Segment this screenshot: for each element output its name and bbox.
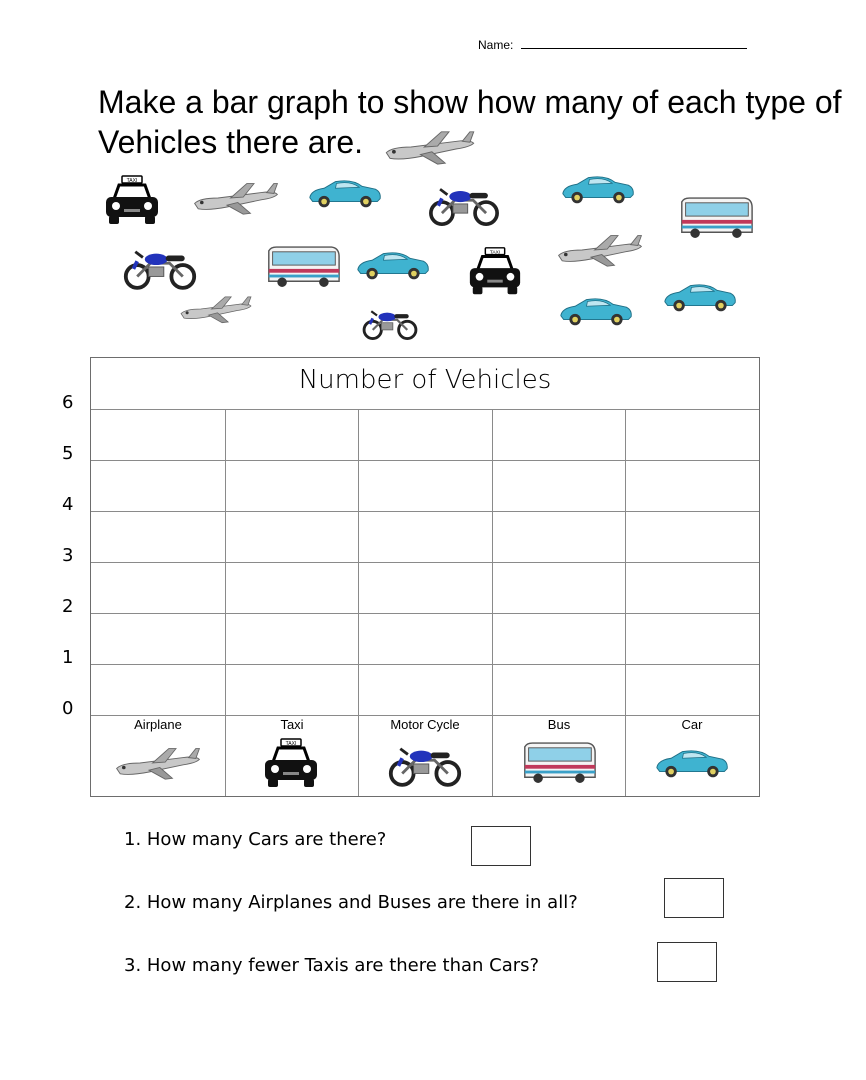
grid-line <box>91 460 759 461</box>
instruction-title-line-2: Vehicles there are. <box>98 124 364 160</box>
bar-graph: Number of Vehicles Airplane Taxi TAXI Mo… <box>90 357 760 797</box>
bus-icon <box>678 195 754 246</box>
bus-icon <box>521 740 597 791</box>
answer-box-3[interactable] <box>657 942 717 982</box>
category-label: Taxi <box>280 717 304 732</box>
y-tick-label: 5 <box>62 443 74 464</box>
car-icon <box>654 746 730 785</box>
answer-box-2[interactable] <box>664 878 724 918</box>
instruction-title-line-1: Make a bar graph to show how many of eac… <box>98 84 842 120</box>
svg-text:TAXI: TAXI <box>490 250 500 256</box>
grid-line <box>91 511 759 512</box>
grid-line <box>492 409 493 796</box>
question-2: 2. How many Airplanes and Buses are ther… <box>124 892 578 913</box>
taxi-icon: TAXI <box>102 175 162 230</box>
car-icon <box>355 248 431 287</box>
bus-icon <box>265 244 341 295</box>
airplane-icon <box>178 292 254 331</box>
grid-line <box>91 664 759 665</box>
airplane-icon <box>108 745 208 786</box>
car-icon <box>662 280 738 319</box>
y-tick-label: 0 <box>62 698 74 719</box>
airplane-icon <box>186 180 286 221</box>
y-tick-label: 1 <box>62 647 74 668</box>
question-3: 3. How many fewer Taxis are there than C… <box>124 955 540 976</box>
grid-line <box>225 409 226 796</box>
category-label: Car <box>681 717 703 732</box>
name-input[interactable] <box>521 38 748 49</box>
y-tick-label: 2 <box>62 596 74 617</box>
name-line: Name: <box>478 38 748 52</box>
grid-line <box>91 715 759 716</box>
taxi-icon: TAXI <box>466 246 524 301</box>
airplane-icon <box>380 128 480 171</box>
y-tick-label: 6 <box>62 392 74 413</box>
car-icon <box>560 172 636 211</box>
car-icon <box>558 287 634 340</box>
grid-line <box>91 613 759 614</box>
grid-line <box>91 562 759 563</box>
category-label: Airplane <box>134 717 182 732</box>
motorcycle-icon <box>387 739 463 792</box>
motorcycle-icon <box>427 180 501 231</box>
car-icon <box>307 176 383 215</box>
airplane-icon <box>550 232 650 273</box>
question-1: 1. How many Cars are there? <box>124 829 387 850</box>
answer-box-1[interactable] <box>471 826 531 866</box>
motorcycle-icon <box>340 304 440 345</box>
grid-line <box>625 409 626 796</box>
graph-title: Number of Vehicles <box>298 365 552 395</box>
taxi-icon: TAXI <box>261 738 321 793</box>
svg-text:TAXI: TAXI <box>286 741 297 747</box>
y-tick-label: 4 <box>62 494 74 515</box>
motorcycle-icon <box>122 242 198 295</box>
name-label: Name: <box>478 38 514 52</box>
category-label: Motor Cycle <box>390 717 460 732</box>
category-label: Bus <box>547 717 571 732</box>
y-tick-label: 3 <box>62 545 74 566</box>
grid-line <box>358 409 359 796</box>
svg-text:TAXI: TAXI <box>127 178 138 184</box>
grid-line <box>91 409 759 410</box>
